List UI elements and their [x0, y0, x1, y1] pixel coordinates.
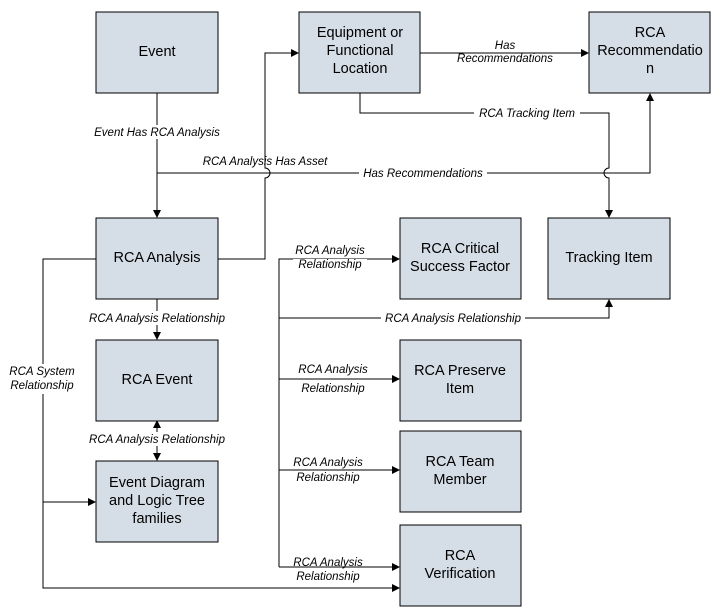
box-tracking-item-label: Tracking Item	[565, 250, 652, 266]
box-event-diagram: Event Diagram and Logic Tree families	[95, 460, 219, 543]
box-rca-event-label: RCA Event	[122, 372, 193, 388]
label-has-recommendations-mid: Has Recommendations	[363, 168, 483, 180]
box-verification: RCA Verification	[399, 524, 522, 607]
wire-analysis-to-recommendation	[157, 93, 654, 174]
label-rel-rca-event: RCA Analysis Relationship	[89, 313, 226, 325]
label-rca-analysis-has-asset: RCA Analysis Has Asset	[203, 156, 328, 168]
box-event: Event	[95, 11, 219, 94]
label-rel-team-2: Relationship	[296, 472, 360, 484]
wire-system-relationship	[42, 258, 400, 592]
box-verification-line-1: RCA	[445, 548, 476, 564]
label-rel-tracking: RCA Analysis Relationship	[385, 313, 522, 325]
label-rel-csf-2: Relationship	[298, 259, 362, 271]
wire-relationship-bus	[278, 258, 399, 567]
wire-equipment-to-tracking-item	[359, 93, 613, 218]
box-recommendation-line-3: n	[646, 61, 654, 77]
box-equipment-line-2: Functional	[327, 43, 394, 59]
label-has-recommendations-top-1: Has	[495, 40, 516, 52]
label-rel-verification-2: Relationship	[296, 571, 360, 583]
label-event-has-rca-analysis: Event Has RCA Analysis	[94, 127, 220, 139]
box-csf-line-1: RCA Critical	[421, 241, 499, 257]
label-rel-preserve-1: RCA Analysis	[298, 364, 368, 376]
box-csf-line-2: Success Factor	[410, 259, 510, 275]
box-tracking-item: Tracking Item	[547, 217, 671, 300]
label-rel-csf-1: RCA Analysis	[295, 245, 365, 257]
label-rel-verification-1: RCA Analysis	[293, 557, 363, 569]
label-rel-team-1: RCA Analysis	[293, 457, 363, 469]
box-event-diagram-line-1: Event Diagram	[109, 475, 205, 491]
box-rca-recommendation: RCA Recommendatio n	[588, 11, 711, 94]
box-equipment-line-3: Location	[333, 61, 388, 77]
box-team-line-1: RCA Team	[425, 454, 494, 470]
label-system-relationship-2: Relationship	[10, 380, 74, 392]
box-rca-analysis: RCA Analysis	[95, 217, 219, 300]
label-rel-event-diagram: RCA Analysis Relationship	[89, 434, 226, 446]
box-team-member: RCA Team Member	[399, 430, 522, 513]
box-preserve-line-1: RCA Preserve	[414, 363, 506, 379]
box-verification-line-2: Verification	[425, 566, 496, 582]
box-recommendation-line-1: RCA	[635, 25, 666, 41]
box-rca-analysis-label: RCA Analysis	[113, 250, 200, 266]
box-preserve-line-2: Item	[446, 381, 474, 397]
box-event-diagram-line-3: families	[132, 511, 181, 527]
label-has-recommendations-top-2: Recommendations	[457, 53, 553, 65]
label-rca-tracking-item: RCA Tracking Item	[479, 108, 575, 120]
box-event-diagram-line-2: and Logic Tree	[109, 493, 205, 509]
box-rca-event: RCA Event	[95, 339, 219, 422]
box-recommendation-line-2: Recommendatio	[597, 43, 703, 59]
box-equipment: Equipment or Functional Location	[298, 11, 421, 94]
box-team-line-2: Member	[433, 472, 486, 488]
label-system-relationship-1: RCA System	[9, 366, 75, 378]
edge-labels: Has Recommendations RCA Tracking Item Ev…	[6, 40, 580, 583]
box-critical-success-factor: RCA Critical Success Factor	[399, 217, 522, 300]
box-event-label: Event	[138, 44, 175, 60]
label-rel-preserve-2: Relationship	[301, 383, 365, 395]
box-preserve-item: RCA Preserve Item	[399, 339, 522, 422]
box-equipment-line-1: Equipment or	[317, 25, 403, 41]
